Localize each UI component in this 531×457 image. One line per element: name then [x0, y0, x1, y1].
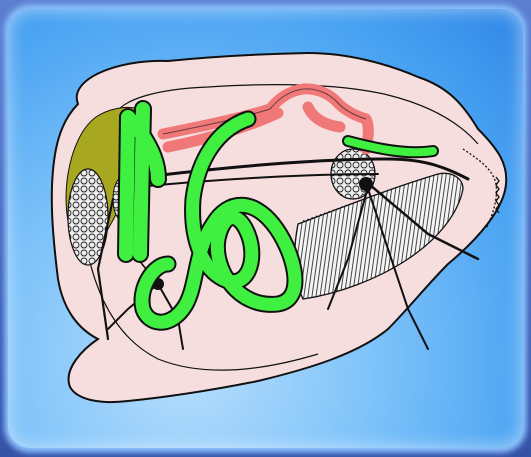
- anatomy-illustration: [8, 9, 523, 448]
- nerve-ganglion: [359, 177, 373, 191]
- diagram-card: [8, 9, 523, 448]
